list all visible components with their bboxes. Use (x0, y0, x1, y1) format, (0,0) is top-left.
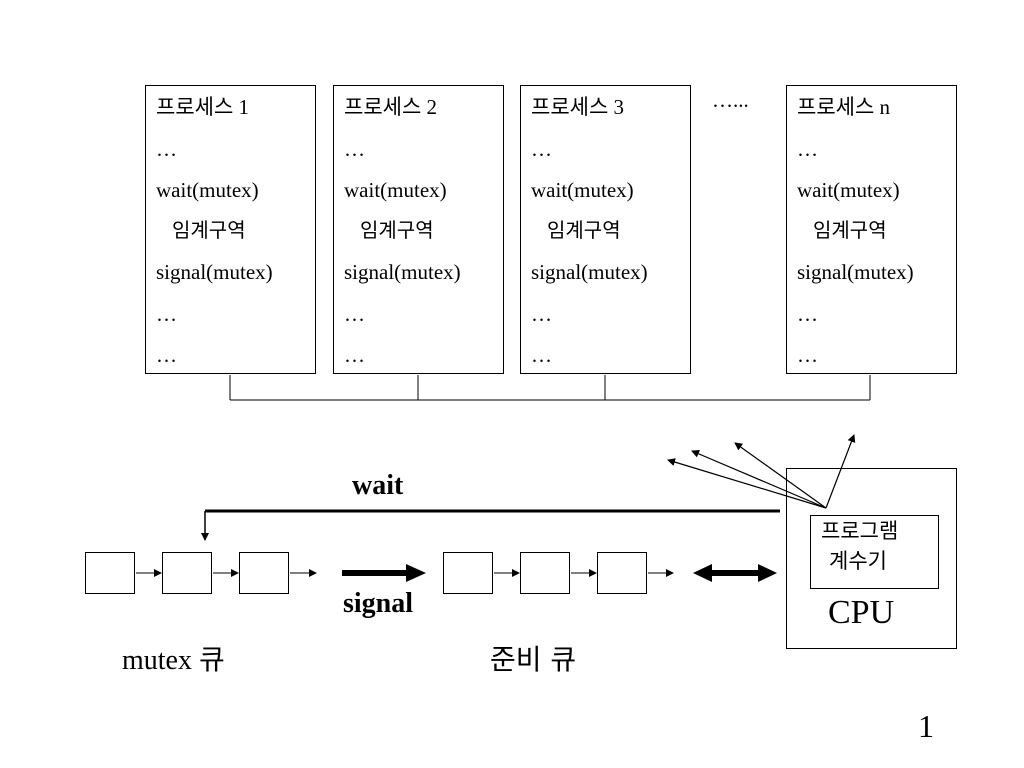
code-line: … (156, 302, 177, 326)
code-line: … (156, 343, 177, 367)
code-line: signal(mutex) (531, 260, 648, 284)
code-line: 임계구역 (172, 218, 246, 242)
code-line: … (344, 137, 365, 161)
dispatch-arrow (693, 564, 777, 582)
process-title: 프로세스 n (797, 95, 891, 119)
program-counter-box: 프로그램 계수기 (810, 515, 939, 589)
code-line: … (531, 343, 552, 367)
code-line: … (797, 137, 818, 161)
code-line: signal(mutex) (156, 260, 273, 284)
ready-queue-node (443, 552, 493, 594)
code-line: wait(mutex) (797, 178, 900, 202)
code-line: 임계구역 (547, 218, 621, 242)
code-line: wait(mutex) (344, 178, 447, 202)
code-line: … (531, 302, 552, 326)
wait-arrow (201, 509, 780, 541)
wait-label: wait (352, 470, 404, 501)
code-line: wait(mutex) (156, 178, 259, 202)
signal-label: signal (343, 588, 414, 619)
code-line: signal(mutex) (344, 260, 461, 284)
process-title: 프로세스 3 (531, 95, 625, 119)
program-counter-line1: 프로그램 (821, 519, 899, 543)
process-title: 프로세스 2 (344, 95, 438, 119)
mutex-queue-node (85, 552, 135, 594)
code-line: … (344, 302, 365, 326)
process-box-3: 프로세스 3 … wait(mutex) 임계구역 signal(mutex) … (520, 85, 691, 374)
code-line: … (797, 343, 818, 367)
process-box-1: 프로세스 1 … wait(mutex) 임계구역 signal(mutex) … (145, 85, 316, 374)
program-counter-line2: 계수기 (829, 549, 887, 573)
ready-queue-node (597, 552, 647, 594)
code-line: … (531, 137, 552, 161)
process-bus (229, 375, 871, 401)
cpu-label: CPU (828, 594, 895, 631)
code-line: … (797, 302, 818, 326)
code-line: signal(mutex) (797, 260, 914, 284)
ready-queue-node (520, 552, 570, 594)
mutex-queue-node (162, 552, 212, 594)
process-box-n: 프로세스 n … wait(mutex) 임계구역 signal(mutex) … (786, 85, 957, 374)
process-title: 프로세스 1 (156, 95, 250, 119)
process-box-2: 프로세스 2 … wait(mutex) 임계구역 signal(mutex) … (333, 85, 504, 374)
code-line: 임계구역 (360, 218, 434, 242)
ready-queue-label: 준비 큐 (490, 643, 577, 676)
code-line: … (344, 343, 365, 367)
mutex-queue-label: mutex 큐 (122, 645, 225, 676)
page-number: 1 (918, 708, 934, 744)
between-ellipsis: …... (712, 88, 749, 112)
code-line: … (156, 137, 177, 161)
code-line: wait(mutex) (531, 178, 634, 202)
signal-arrow (342, 564, 426, 582)
code-line: 임계구역 (813, 218, 887, 242)
mutex-queue-node (239, 552, 289, 594)
pc-arrows (667, 434, 856, 509)
cpu-box (786, 468, 957, 649)
